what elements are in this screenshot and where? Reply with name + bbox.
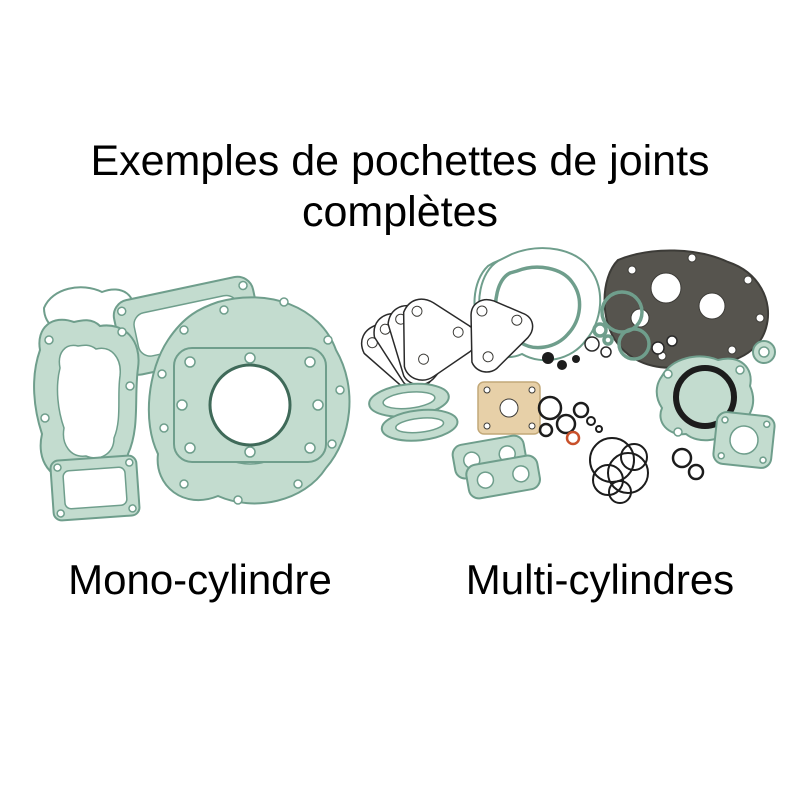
small-o-rings	[671, 447, 705, 481]
paper-gasket-beige	[477, 381, 541, 435]
oil-seals	[542, 352, 580, 370]
title-line-1: Exemples de pochettes de joints	[90, 137, 710, 185]
exhaust-gasket-stack	[451, 434, 541, 500]
base-gasket	[49, 454, 141, 522]
piston-ring-cluster	[589, 437, 649, 504]
oval-gaskets	[368, 382, 459, 442]
caption-mono-cylinder: Mono-cylindre	[68, 556, 332, 603]
multi-cylinder-gasket-kit-illustration	[360, 247, 776, 504]
crankcase-gasket-dark	[603, 249, 769, 369]
page-title: Exemples de pochettes de joints complète…	[0, 136, 800, 237]
mono-cylinder-gasket-kit-illustration	[33, 275, 351, 522]
washers	[584, 335, 678, 358]
small-square-gasket	[712, 411, 776, 469]
cylinder-head-gasket	[173, 347, 327, 463]
small-donut-gasket	[752, 340, 776, 364]
title-line-2: complètes	[302, 187, 498, 236]
retaining-rings	[592, 290, 651, 361]
head-gasket-white	[470, 298, 534, 373]
caption-multi-cylinder: Multi-cylindres	[465, 556, 735, 603]
o-ring-cluster	[537, 395, 603, 446]
